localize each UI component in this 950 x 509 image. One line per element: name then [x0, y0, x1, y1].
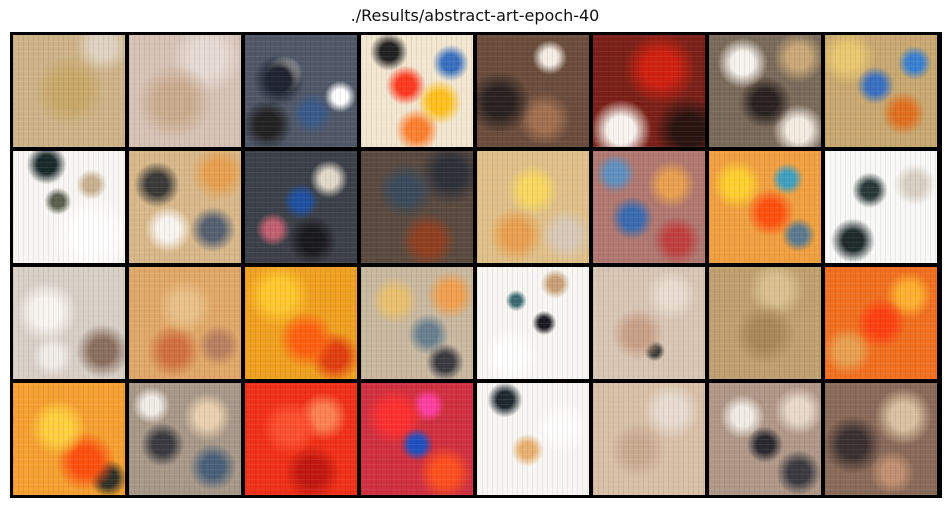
tile-texture [13, 151, 125, 263]
tile-texture [129, 151, 241, 263]
generated-image-tile [361, 267, 473, 379]
tile-texture [477, 383, 589, 495]
generated-image-tile [593, 35, 705, 147]
tile-texture [709, 383, 821, 495]
generated-image-tile [825, 151, 937, 263]
tile-texture [825, 267, 937, 379]
tile-texture [825, 35, 937, 147]
image-grid [10, 32, 942, 498]
tile-texture [477, 267, 589, 379]
tile-texture [129, 267, 241, 379]
tile-texture [593, 383, 705, 495]
tile-texture [825, 383, 937, 495]
generated-image-tile [709, 383, 821, 495]
generated-image-tile [709, 35, 821, 147]
generated-image-tile [245, 151, 357, 263]
tile-texture [593, 267, 705, 379]
generated-image-tile [361, 35, 473, 147]
generated-image-tile [825, 35, 937, 147]
tile-texture [361, 383, 473, 495]
tile-texture [593, 151, 705, 263]
tile-texture [245, 383, 357, 495]
tile-texture [129, 35, 241, 147]
tile-texture [361, 267, 473, 379]
generated-image-tile [477, 267, 589, 379]
tile-texture [825, 151, 937, 263]
generated-image-tile [13, 383, 125, 495]
generated-image-tile [129, 151, 241, 263]
tile-texture [13, 383, 125, 495]
generated-image-tile [245, 267, 357, 379]
generated-image-tile [477, 35, 589, 147]
generated-image-tile [709, 151, 821, 263]
generated-image-tile [593, 151, 705, 263]
tile-texture [13, 35, 125, 147]
tile-texture [361, 35, 473, 147]
generated-image-tile [825, 383, 937, 495]
generated-image-tile [129, 383, 241, 495]
generated-image-tile [245, 383, 357, 495]
tile-texture [477, 151, 589, 263]
generated-image-tile [477, 383, 589, 495]
generated-image-tile [825, 267, 937, 379]
generated-image-tile [129, 267, 241, 379]
tile-texture [593, 35, 705, 147]
generated-image-tile [13, 267, 125, 379]
tile-texture [129, 383, 241, 495]
tile-texture [245, 267, 357, 379]
figure-title: ./Results/abstract-art-epoch-40 [350, 6, 600, 25]
generated-image-tile [361, 151, 473, 263]
generated-image-tile [361, 383, 473, 495]
tile-texture [245, 35, 357, 147]
tile-texture [709, 35, 821, 147]
tile-texture [245, 151, 357, 263]
generated-image-tile [129, 35, 241, 147]
tile-texture [13, 267, 125, 379]
generated-image-tile [593, 383, 705, 495]
tile-texture [477, 35, 589, 147]
generated-image-tile [13, 35, 125, 147]
tile-texture [361, 151, 473, 263]
generated-image-tile [593, 267, 705, 379]
generated-image-tile [245, 35, 357, 147]
generated-image-tile [477, 151, 589, 263]
tile-texture [709, 151, 821, 263]
generated-image-tile [709, 267, 821, 379]
generated-image-tile [13, 151, 125, 263]
tile-texture [709, 267, 821, 379]
